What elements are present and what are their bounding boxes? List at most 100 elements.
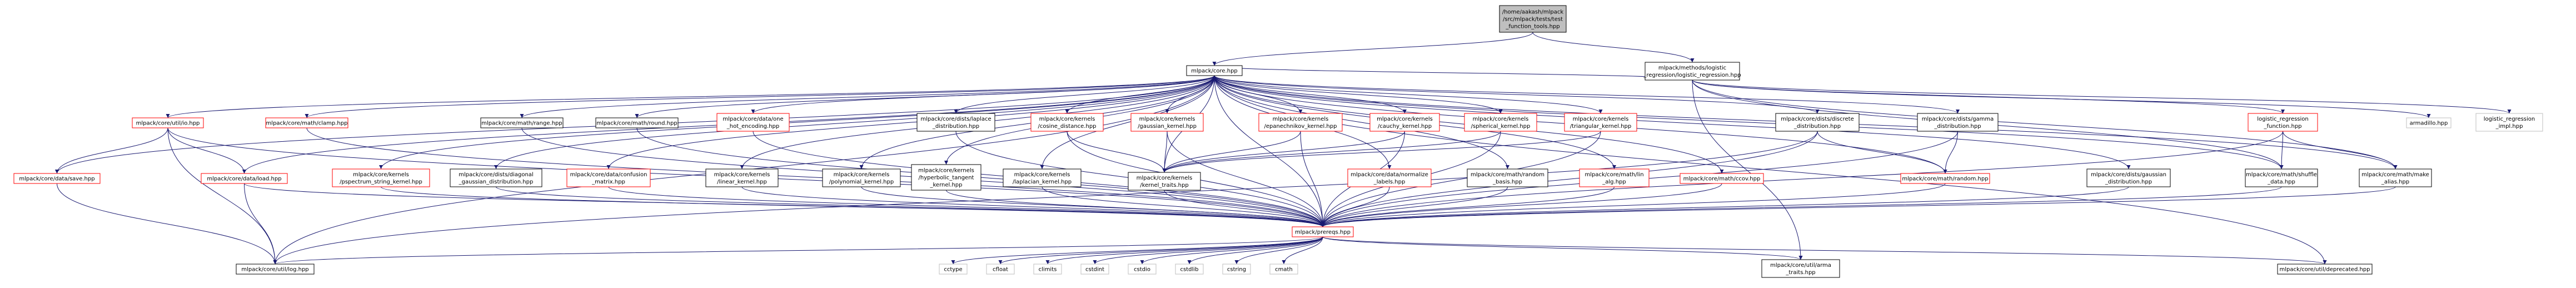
edge-core-to-diag_gauss [494,75,1215,170]
node-label: mlpack/methods/logistic [1658,65,1726,71]
node-spherical[interactable]: mlpack/core/kernels/spherical_kernel.hpp [1464,113,1537,132]
node-logreg[interactable]: mlpack/methods/logistic_regression/logis… [1643,62,1741,81]
node-hyperbolic[interactable]: mlpack/core/kernels/hyperbolic_tangent_k… [911,164,981,191]
edge-root-to-logreg [1532,32,1695,63]
node-box [1917,113,1999,132]
node-label: _distribution.hpp [1934,123,1981,130]
node-label: armadillo.hpp [2410,121,2448,127]
node-random-basis[interactable]: mlpack/core/math/random_basis.hpp [1467,168,1548,187]
node-diag-gauss[interactable]: mlpack/core/dists/diagonal_gaussian_dist… [450,168,542,187]
node-cmath: cmath [1269,264,1298,275]
edge-logreg-to-armadillo [1692,80,2431,118]
node-util-io[interactable]: mlpack/core/util/io.hpp [132,117,204,128]
node-label: mlpack/core/util/arma [1770,262,1831,269]
edge-logreg-to-lr_impl [1692,80,2512,114]
node-math-clamp[interactable]: mlpack/core/math/clamp.hpp [265,117,348,128]
node-laplace-dist[interactable]: mlpack/core/dists/laplace_distribution.h… [916,113,995,132]
node-box [1033,264,1062,275]
node-label: mlpack/core/data/load.hpp [207,176,281,182]
edge-gauss_dist-to-prereqs [1321,186,2129,227]
edge-data_save-to-log [57,183,277,265]
node-make-alias[interactable]: mlpack/core/math/make_alias.hpp [2359,168,2432,187]
node-box [1775,113,1860,132]
node-label: mlpack/core/data/normalize [1351,172,1428,178]
node-label: cmath [1275,267,1293,273]
node-gamma-dist[interactable]: mlpack/core/dists/gamma_distribution.hpp [1917,113,1999,132]
node-shuffle-data[interactable]: mlpack/core/math/shuffle_data.hpp [2245,168,2318,187]
node-discrete-dist[interactable]: mlpack/core/dists/discrete_distribution.… [1775,113,1860,132]
edge-epanechnikov-to-kernel_traits [1162,131,1301,173]
node-lin-alg[interactable]: mlpack/core/math/lin_alg.hpp [1579,168,1650,187]
node-data-save[interactable]: mlpack/core/data/save.hpp [13,173,101,184]
node-gauss-dist[interactable]: mlpack/core/dists/gaussian_distribution.… [2086,168,2171,187]
node-cstdint: cstdint [1080,264,1109,275]
node-math-round[interactable]: mlpack/core/math/round.hpp [595,117,679,128]
node-cauchy[interactable]: mlpack/core/kernels/cauchy_kernel.hpp [1369,113,1440,132]
node-cosine[interactable]: mlpack/core/kernels/cosine_distance.hpp [1030,113,1104,132]
node-box [1680,173,1764,184]
node-climits: climits [1033,264,1062,275]
node-deprecated[interactable]: mlpack/core/util/deprecated.hpp [2277,264,2373,275]
node-root: /home/aakash/mlpack/src/mlpack/tests/tes… [1499,5,1567,33]
node-kernel-traits[interactable]: mlpack/core/kernels/kernel_traits.hpp [1128,172,1201,191]
node-pspectrum[interactable]: mlpack/core/kernels/pspectrum_string_ker… [332,168,430,187]
edge-prereqs-to-arma_traits [1322,236,1803,260]
node-math-random[interactable]: mlpack/core/math/random.hpp [1900,173,1990,184]
edge-logreg-to-lr_function [1692,80,2285,114]
node-log[interactable]: mlpack/core/util/log.hpp [236,264,315,275]
node-data-load[interactable]: mlpack/core/data/load.hpp [201,173,288,184]
node-math-ccov[interactable]: mlpack/core/math/ccov.hpp [1680,173,1764,184]
node-laplacian-kernel[interactable]: mlpack/core/kernels/laplacian_kernel.hpp [1003,168,1082,187]
node-label: mlpack/core/kernels [353,172,409,178]
node-lr-function[interactable]: logistic_regression_function.hpp [2248,113,2318,132]
edge-core-to-deprecated [1214,75,2327,265]
node-core[interactable]: mlpack/core.hpp [1186,65,1243,76]
edge-cauchy-to-kernel_traits [1162,131,1405,173]
edge-pspectrum-to-prereqs [381,186,1325,227]
edge-core-to-one_hot [751,75,1215,114]
node-label: mlpack/core/math/ccov.hpp [1683,176,1761,182]
node-box [1186,65,1243,76]
node-box [2277,264,2373,275]
node-math-range[interactable]: mlpack/core/math/range.hpp [480,117,564,128]
node-box [1128,264,1157,275]
node-label: /pspectrum_string_kernel.hpp [340,179,422,185]
node-prereqs[interactable]: mlpack/prereqs.hpp [1292,226,1354,237]
node-cctype: cctype [939,264,968,275]
node-label: mlpack/core/dists/diagonal [459,172,533,178]
node-label: /gaussian_kernel.hpp [1138,123,1197,130]
node-label: _distribution.hpp [2105,179,2152,185]
node-epanechnikov[interactable]: mlpack/core/kernels/epanechnikov_kernel.… [1258,113,1343,132]
edge-normalize_labels-to-prereqs [1321,186,1390,227]
node-arma-traits[interactable]: mlpack/core/util/arma_traits.hpp [1761,259,1840,278]
node-gaussian-kernel[interactable]: mlpack/core/kernels/gaussian_kernel.hpp [1130,113,1204,132]
node-label: _alias.hpp [2381,179,2409,185]
node-linear-kernel[interactable]: mlpack/core/kernels/linear_kernel.hpp [705,168,779,187]
node-polynomial-kernel[interactable]: mlpack/core/kernels/polynomial_kernel.hp… [822,168,901,187]
node-lr-impl: logistic_regression_impl.hpp [2475,113,2543,132]
node-label: _distribution.hpp [1793,123,1841,130]
node-box [1900,173,1990,184]
node-normalize-labels[interactable]: mlpack/core/data/normalize_labels.hpp [1347,168,1432,187]
node-label: _function_tools.hpp [1505,24,1559,30]
node-label: mlpack/core/kernels [1014,172,1070,178]
edge-confusion-to-prereqs [608,186,1325,227]
node-box [13,173,101,184]
node-label: _matrix.hpp [591,179,625,185]
edges-layer [55,32,2512,265]
edge-discrete_dist-to-log [273,131,1818,265]
node-label: _gaussian_distribution.hpp [459,179,534,185]
node-label: mlpack/core/dists/gamma [1922,116,1994,122]
node-triangular[interactable]: mlpack/core/kernels/triangular_kernel.hp… [1564,113,1637,132]
edge-util_io-to-data_save [55,127,168,174]
node-confusion[interactable]: mlpack/core/data/confusion_matrix.hpp [566,168,651,187]
node-label: _impl.hpp [2495,123,2523,130]
edge-core-to-math_clamp [305,75,1215,118]
edge-lin_alg-to-prereqs [1321,186,1615,227]
node-label: /epanechnikov_kernel.hpp [1264,123,1337,130]
node-label: mlpack/core/math/make [2361,172,2429,178]
node-one-hot[interactable]: mlpack/core/data/one_hot_encoding.hpp [716,113,790,132]
node-label: mlpack/core/util/deprecated.hpp [2279,267,2370,273]
node-box [450,168,542,187]
